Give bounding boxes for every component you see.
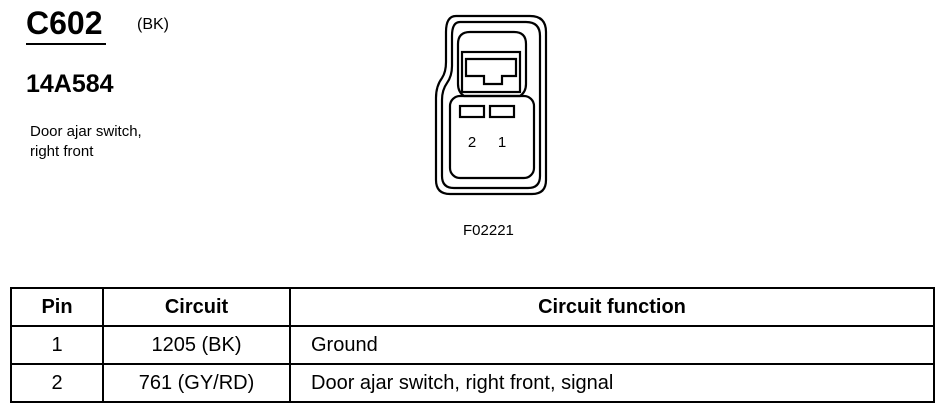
cell-circuit: 761 (GY/RD) — [102, 363, 291, 403]
description-line-1: Door ajar switch, — [30, 123, 142, 140]
pin-2-cavity — [458, 104, 486, 119]
cell-function: Ground — [289, 325, 935, 365]
pin-1-cavity — [488, 104, 516, 119]
latch-housing — [456, 30, 528, 98]
cell-circuit: 1205 (BK) — [102, 325, 291, 365]
connector-face-diagram: 2 1 — [434, 14, 548, 196]
figure-id: F02221 — [463, 222, 514, 239]
connector-id: C602 — [26, 3, 106, 45]
table-header-row: Pin Circuit Circuit function — [10, 287, 935, 327]
part-number: 14A584 — [26, 70, 114, 98]
cell-pin: 1 — [10, 325, 104, 365]
connector-color-code: (BK) — [137, 16, 169, 33]
latch-body — [460, 50, 522, 94]
connector-inner-shell — [440, 20, 542, 190]
table-row: 1 1205 (BK) Ground — [10, 325, 935, 365]
pin-2-label: 2 — [468, 134, 476, 151]
pin-table: Pin Circuit Circuit function 1 1205 (BK)… — [10, 287, 935, 403]
cell-function: Door ajar switch, right front, signal — [289, 363, 935, 403]
table-row: 2 761 (GY/RD) Door ajar switch, right fr… — [10, 363, 935, 403]
cell-pin: 2 — [10, 363, 104, 403]
description-line-2: right front — [30, 143, 94, 160]
header-pin: Pin — [10, 287, 104, 327]
component-description: Door ajar switch, right front — [30, 122, 210, 162]
header-circuit: Circuit — [102, 287, 291, 327]
latch-icon — [464, 57, 518, 86]
terminal-block — [448, 94, 536, 180]
pin-1-label: 1 — [498, 134, 506, 151]
connector-outer-shell — [434, 14, 548, 196]
header-circuit-function: Circuit function — [289, 287, 935, 327]
